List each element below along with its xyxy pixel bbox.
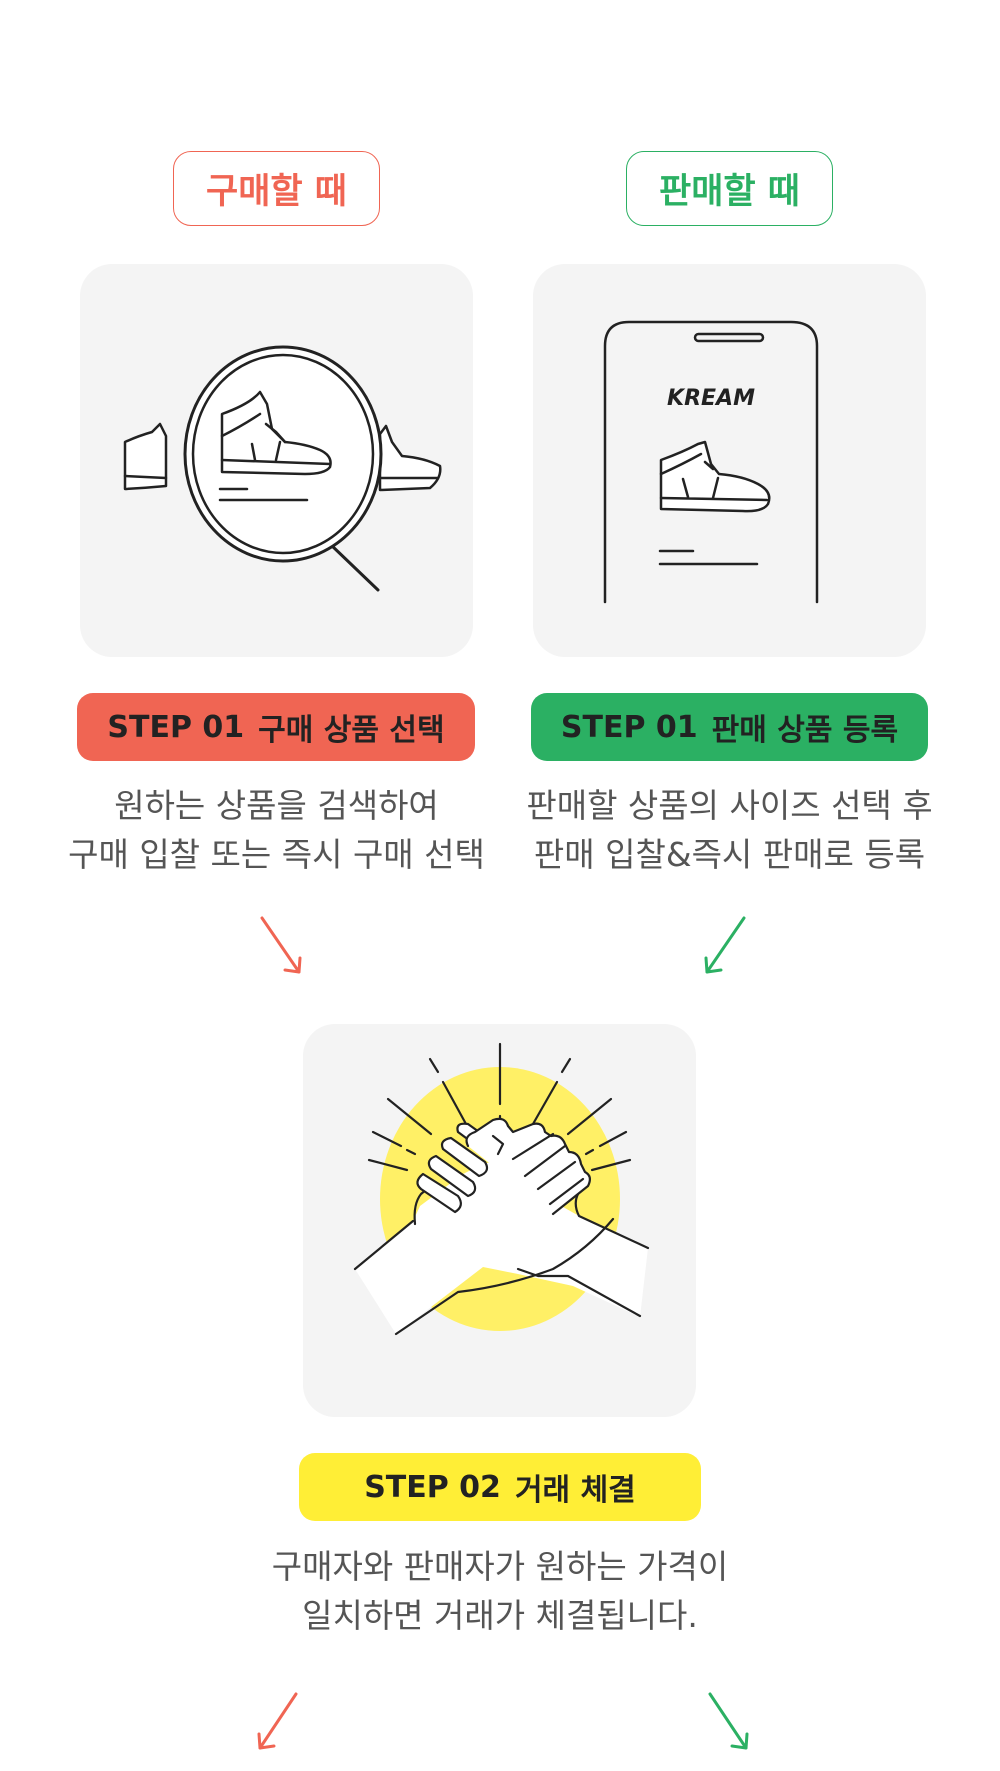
buy-step-badge: STEP 01 구매 상품 선택 bbox=[77, 693, 475, 761]
sell-step-title: 판매 상품 등록 bbox=[711, 713, 899, 748]
arrow-down-left-icon bbox=[704, 916, 746, 974]
sell-step-badge: STEP 01 판매 상품 등록 bbox=[531, 693, 928, 761]
sell-description: 판매할 상품의 사이즈 선택 후 판매 입찰&즉시 판매로 등록 bbox=[493, 781, 966, 879]
deal-description-line: 일치하면 거래가 체결됩니다. bbox=[302, 1596, 698, 1635]
deal-step-title: 거래 체결 bbox=[514, 1473, 636, 1508]
arrow-down-right-icon bbox=[260, 916, 302, 974]
handshake-icon bbox=[353, 1042, 650, 1336]
arrow-down-right-icon bbox=[708, 1692, 749, 1750]
arrow-down-left-icon bbox=[257, 1692, 298, 1750]
deal-step-number: STEP 02 bbox=[364, 1469, 501, 1505]
buy-step-title: 구매 상품 선택 bbox=[258, 713, 445, 748]
kream-logo: KREAM bbox=[667, 386, 755, 411]
deal-description: 구매자와 판매자가 원하는 가격이 일치하면 거래가 체결됩니다. bbox=[200, 1542, 800, 1640]
sell-description-line: 판매할 상품의 사이즈 선택 후 bbox=[526, 786, 933, 825]
buy-illustration-card bbox=[80, 264, 473, 657]
sell-description-line: 판매 입찰&즉시 판매로 등록 bbox=[533, 835, 926, 874]
magnifier-sneaker-icon bbox=[123, 345, 442, 592]
phone-sneaker-icon: KREAM bbox=[603, 320, 819, 604]
buy-description: 원하는 상품을 검색하여 구매 입찰 또는 즉시 구매 선택 bbox=[40, 781, 513, 879]
sell-mode-label: 판매할 때 bbox=[626, 151, 833, 226]
buy-step-number: STEP 01 bbox=[107, 709, 245, 745]
deal-illustration-card bbox=[303, 1024, 696, 1417]
deal-description-line: 구매자와 판매자가 원하는 가격이 bbox=[271, 1547, 729, 1586]
sell-illustration-card: KREAM bbox=[533, 264, 926, 657]
sell-step-number: STEP 01 bbox=[560, 709, 698, 745]
buy-description-line: 원하는 상품을 검색하여 bbox=[114, 786, 439, 825]
buy-description-line: 구매 입찰 또는 즉시 구매 선택 bbox=[68, 835, 485, 874]
deal-step-badge: STEP 02 거래 체결 bbox=[299, 1453, 701, 1521]
buy-mode-label: 구매할 때 bbox=[173, 151, 380, 226]
